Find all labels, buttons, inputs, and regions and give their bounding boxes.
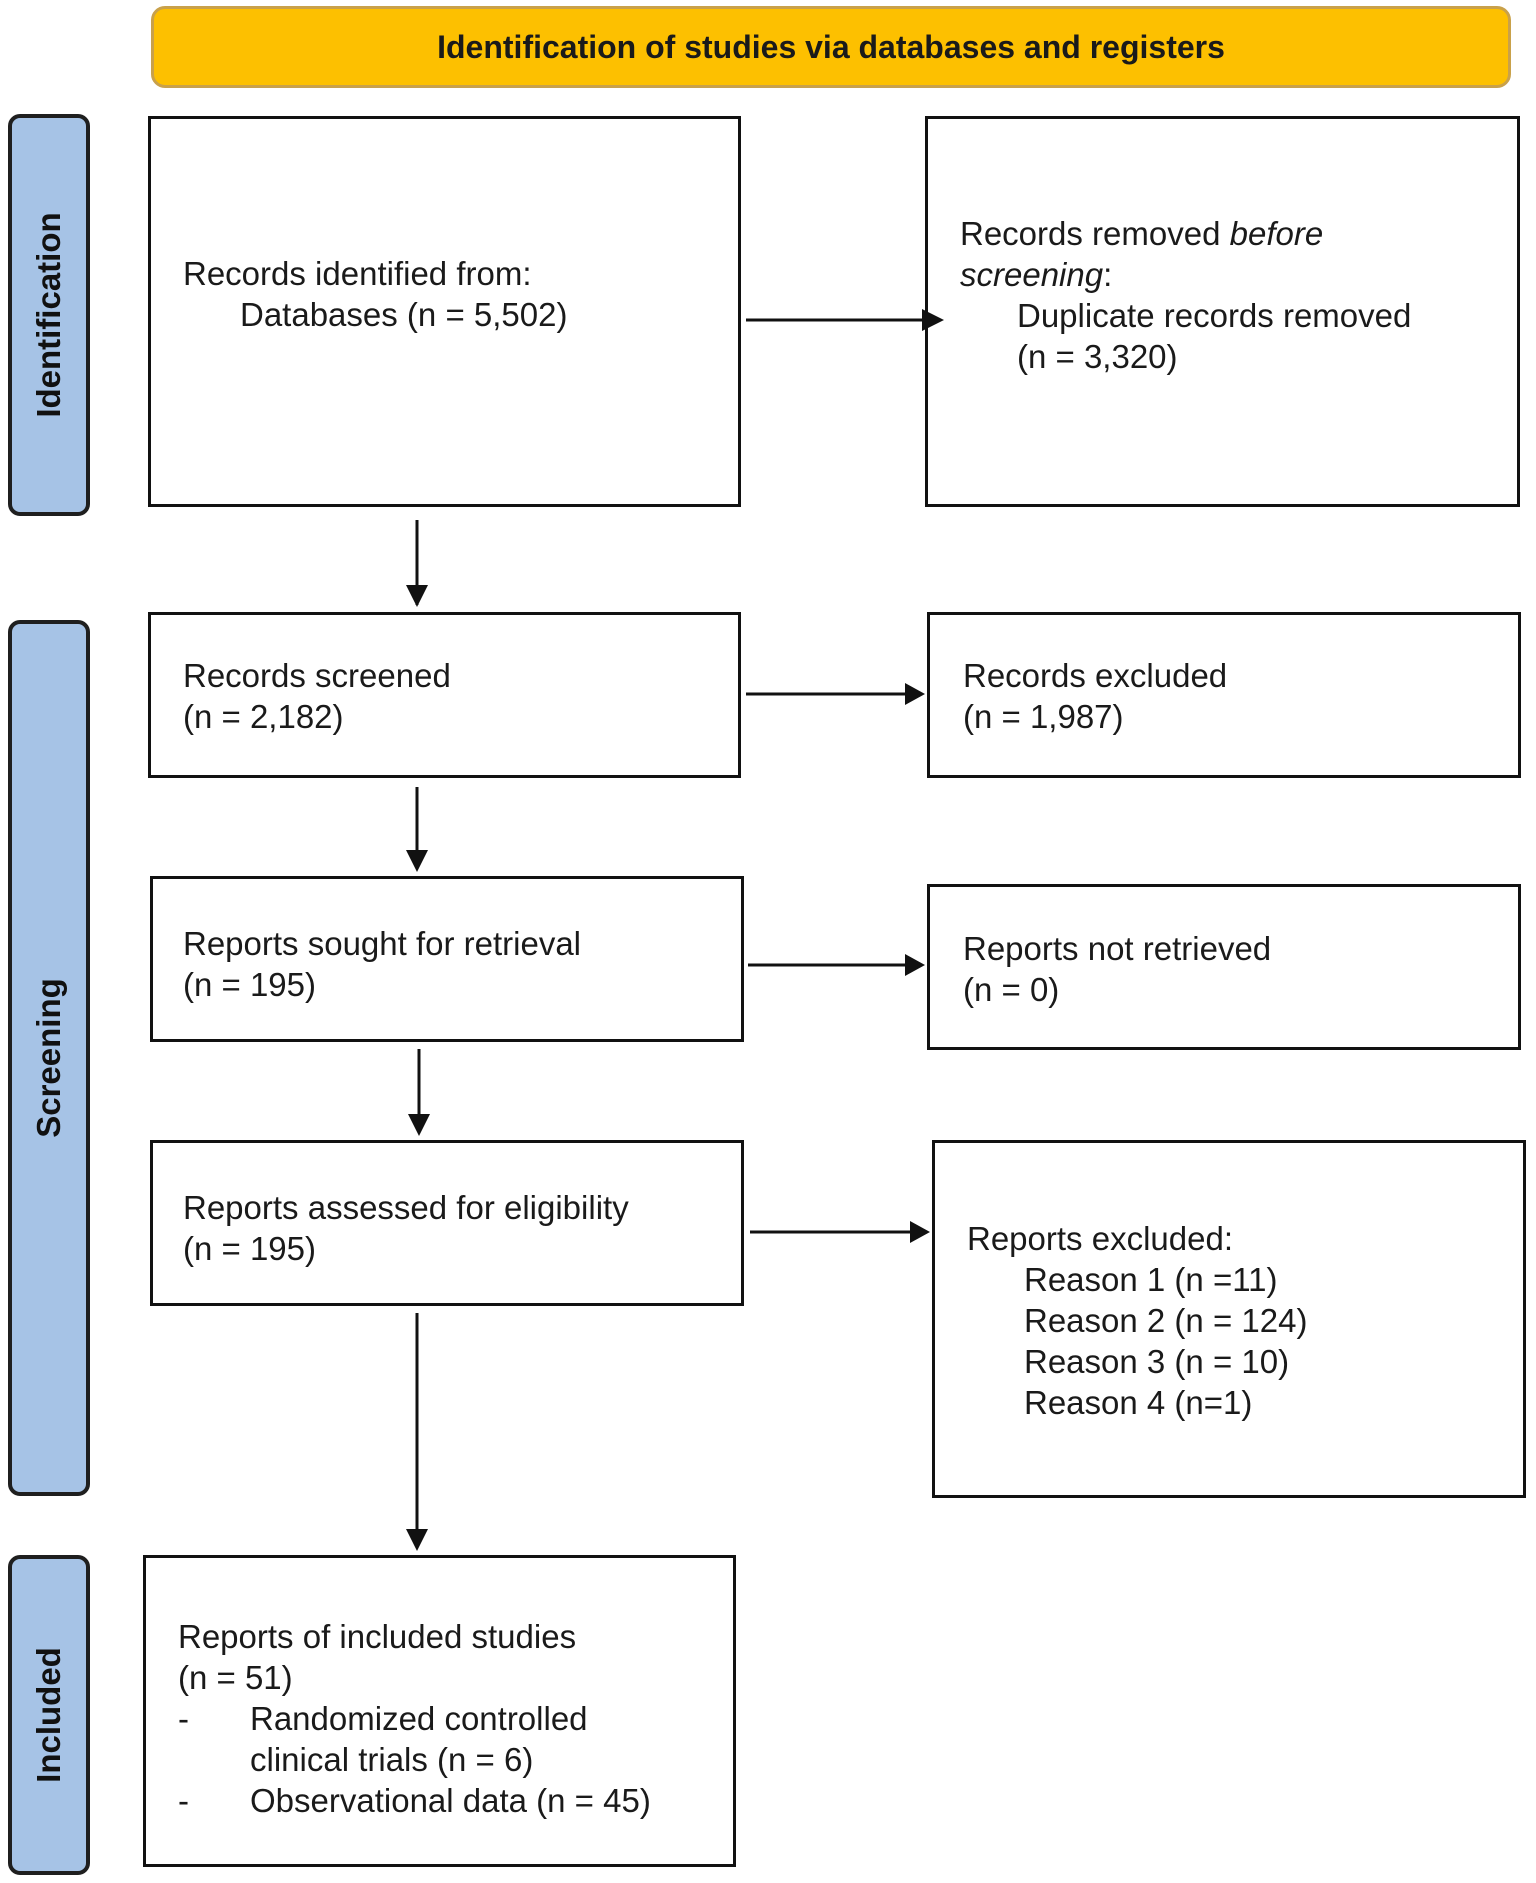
- rct-line2: clinical trials (n = 6): [250, 1741, 534, 1778]
- reports-sought-label: Reports sought for retrieval: [183, 925, 582, 962]
- included-bullet-rct: - Randomized controlled clinical trials …: [178, 1698, 651, 1780]
- records-excluded-count: (n = 1,987): [963, 698, 1124, 735]
- records-screened-label: Records screened: [183, 657, 451, 694]
- included-bullet-observational: - Observational data (n = 45): [178, 1780, 651, 1821]
- reports-not-retrieved-label: Reports not retrieved: [963, 930, 1272, 967]
- duplicate-records-label: Duplicate records removed: [1017, 297, 1412, 334]
- reports-assessed-box: Reports assessed for eligibility (n = 19…: [150, 1140, 744, 1306]
- arrowhead-records-screened: [406, 585, 428, 607]
- arrowhead-reports-sought: [406, 850, 428, 872]
- included-studies-box: Reports of included studies (n = 51) - R…: [143, 1555, 736, 1867]
- records-excluded-box: Records excluded (n = 1,987): [927, 612, 1521, 778]
- reports-excluded-label: Reports excluded:: [967, 1220, 1233, 1257]
- included-studies-label: Reports of included studies: [178, 1618, 577, 1655]
- records-removed-before: before: [1229, 215, 1324, 252]
- arrowhead-records-removed: [922, 309, 944, 331]
- records-removed-colon: :: [1103, 256, 1113, 293]
- bullet-marker-2: -: [178, 1782, 189, 1819]
- phase-included: Included: [8, 1555, 90, 1875]
- reason-3: Reason 3 (n = 10): [1024, 1343, 1290, 1380]
- duplicate-records-count: (n = 3,320): [1017, 338, 1178, 375]
- reports-assessed-label: Reports assessed for eligibility: [183, 1189, 629, 1226]
- reports-not-retrieved-count: (n = 0): [963, 971, 1060, 1008]
- reports-sought-box: Reports sought for retrieval (n = 195): [150, 876, 744, 1042]
- arrowhead-records-excluded: [905, 683, 925, 705]
- header-title: Identification of studies via databases …: [437, 28, 1225, 65]
- bullet-marker-1: -: [178, 1700, 189, 1737]
- records-removed-prefix: Records removed: [960, 215, 1230, 252]
- reports-excluded-box: Reports excluded: Reason 1 (n =11) Reaso…: [932, 1140, 1526, 1498]
- rct-line1: Randomized controlled: [250, 1700, 588, 1737]
- records-identified-databases: Databases (n = 5,502): [240, 296, 568, 333]
- arrowhead-reports-excluded: [910, 1221, 930, 1243]
- header-banner: Identification of studies via databases …: [151, 6, 1511, 88]
- records-removed-heading: Records removed before: [960, 213, 1411, 254]
- arrowhead-reports-not-retrieved: [905, 954, 925, 976]
- included-studies-count: (n = 51): [178, 1659, 293, 1696]
- records-screened-count: (n = 2,182): [183, 698, 344, 735]
- observational-line: Observational data (n = 45): [250, 1782, 651, 1819]
- records-excluded-label: Records excluded: [963, 657, 1228, 694]
- records-removed-screening: screening: [960, 256, 1104, 293]
- records-removed-box: Records removed before screening: Duplic…: [925, 116, 1520, 507]
- arrowhead-included-studies: [406, 1529, 428, 1551]
- records-identified-box: Records identified from: Databases (n = …: [148, 116, 741, 507]
- arrowhead-reports-assessed: [408, 1114, 430, 1136]
- reports-assessed-count: (n = 195): [183, 1230, 316, 1267]
- records-removed-subheading: screening:: [960, 254, 1411, 295]
- reports-not-retrieved-box: Reports not retrieved (n = 0): [927, 884, 1521, 1050]
- reason-4: Reason 4 (n=1): [1024, 1384, 1253, 1421]
- reports-sought-count: (n = 195): [183, 966, 316, 1003]
- reason-1: Reason 1 (n =11): [1024, 1261, 1278, 1298]
- reason-2: Reason 2 (n = 124): [1024, 1302, 1308, 1339]
- records-screened-box: Records screened (n = 2,182): [148, 612, 741, 778]
- records-identified-label: Records identified from:: [183, 255, 532, 292]
- phase-screening: Screening: [8, 620, 90, 1496]
- phase-identification: Identification: [8, 114, 90, 516]
